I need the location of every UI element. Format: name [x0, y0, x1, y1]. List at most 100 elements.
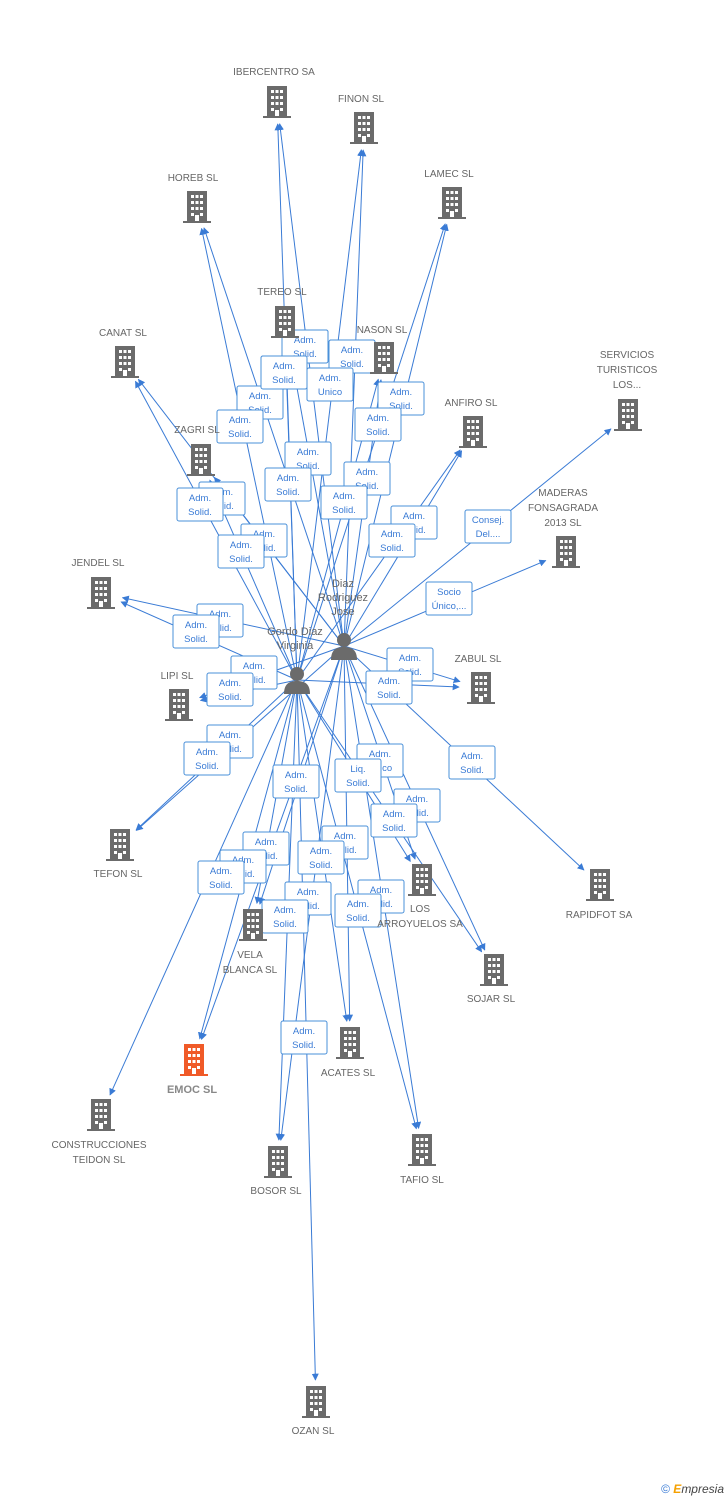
relation-label: Solid. [377, 690, 401, 701]
relation-label: Adm. [356, 467, 378, 478]
relation-box[interactable]: Adm.Solid. [216, 409, 264, 444]
building-icon [87, 577, 115, 609]
company-node-lipi[interactable]: LIPI SL [161, 671, 194, 721]
company-node-ozan[interactable]: OZAN SL [292, 1386, 335, 1437]
relation-box[interactable]: SocioÚnico,... [425, 581, 473, 616]
relation-label: Solid. [309, 860, 333, 871]
building-icon [408, 1134, 436, 1166]
company-label: RAPIDFOT SA [566, 910, 633, 921]
relation-box[interactable]: Adm.Solid. [261, 899, 309, 934]
relation-label: Solid. [346, 913, 370, 924]
relation-label: Solid. [340, 359, 364, 370]
relation-box[interactable]: Adm.Solid. [354, 407, 402, 442]
relation-box[interactable]: Adm. Solid. [365, 670, 413, 705]
relation-label: Adm. [367, 413, 389, 424]
footer-credit[interactable]: © Empresia [661, 1482, 724, 1496]
company-node-nason[interactable]: NASON SL [357, 325, 408, 374]
relation-label: Del.... [476, 529, 501, 540]
building-icon [459, 416, 487, 448]
relation-label: Adm. [381, 529, 403, 540]
relation-label: Adm. [232, 855, 254, 866]
company-node-tereo[interactable]: TEREO SL [257, 287, 307, 338]
company-label: FINON SL [338, 94, 385, 105]
relation-label: Solid. [209, 880, 233, 891]
relation-box[interactable]: Adm.Solid. [377, 381, 425, 416]
building-icon [183, 191, 211, 223]
relation-label: Solid. [188, 507, 212, 518]
company-node-finon[interactable]: FINON SL [338, 94, 385, 144]
relation-box[interactable]: Adm.Solid. [272, 764, 320, 799]
relation-label: Liq. [350, 764, 365, 775]
relation-box[interactable]: Adm.Solid. [183, 741, 231, 776]
edge-diaz-finon [343, 149, 367, 647]
company-node-zabul[interactable]: ZABUL SL [455, 654, 502, 704]
relation-box[interactable]: Adm. Solid. [217, 534, 265, 569]
company-label: BOSOR SL [250, 1186, 302, 1197]
relation-box[interactable]: Adm.Solid. [197, 860, 245, 895]
company-node-sojar[interactable]: SOJAR SL [467, 954, 516, 1005]
company-node-acates[interactable]: ACATES SL [321, 1027, 376, 1079]
company-node-canat[interactable]: CANAT SL [99, 328, 147, 378]
relation-box[interactable]: Adm.Solid. [176, 487, 224, 522]
building-icon [111, 346, 139, 378]
relation-label: Consej. [472, 515, 504, 526]
relation-label: Adm. [461, 751, 483, 762]
relation-box[interactable]: Adm.Solid. [280, 1020, 328, 1055]
relation-label: Solid. [229, 554, 253, 565]
building-icon [187, 444, 215, 476]
relation-label: Solid. [273, 919, 297, 930]
relation-box[interactable]: Adm. Solid. [448, 745, 496, 780]
company-label: ACATES SL [321, 1068, 376, 1079]
relation-label: Adm. [341, 345, 363, 356]
relation-box[interactable]: Adm.Solid. [297, 840, 345, 875]
company-node-rapidfot[interactable]: RAPIDFOT SA [566, 869, 633, 921]
building-icon [263, 86, 291, 118]
relation-label: Adm. [209, 609, 231, 620]
relation-box[interactable]: Liq.Solid. [334, 758, 382, 793]
relation-box[interactable]: Adm.Solid. [320, 485, 368, 520]
company-node-tafio[interactable]: TAFIO SL [400, 1134, 444, 1186]
relation-box[interactable]: Adm.Solid. [334, 893, 382, 928]
building-icon [350, 112, 378, 144]
company-node-servicios[interactable]: SERVICIOSTURISTICOSLOS... [597, 350, 658, 431]
company-node-anfiro[interactable]: ANFIRO SL [445, 398, 498, 448]
company-label: VELA [237, 950, 263, 961]
relation-box[interactable]: Adm.Unico [306, 367, 354, 402]
person-icon [331, 633, 357, 660]
relation-label: Adm. [185, 620, 207, 631]
relation-box[interactable]: Adm.Solid. [281, 329, 329, 364]
relation-box[interactable]: Adm.Solid. [260, 355, 308, 390]
building-icon [87, 1099, 115, 1131]
relation-label: Solid. [460, 765, 484, 776]
relation-box[interactable]: Adm.Solid. [172, 614, 220, 649]
company-node-jendel[interactable]: JENDEL SL [72, 558, 125, 609]
company-node-horeb[interactable]: HOREB SL [168, 173, 219, 223]
company-label: SOJAR SL [467, 994, 516, 1005]
relation-box[interactable]: Consej. Del.... [464, 509, 512, 544]
company-node-lamec[interactable]: LAMEC SL [424, 169, 474, 219]
relation-box[interactable]: Adm.Solid. [370, 803, 418, 838]
company-node-tefon[interactable]: TEFON SL [94, 829, 143, 880]
relation-box[interactable]: Adm.Solid. [264, 467, 312, 502]
building-icon [336, 1027, 364, 1059]
relation-label: Solid. [276, 487, 300, 498]
relation-label: Adm. [230, 540, 252, 551]
building-icon [180, 1044, 208, 1076]
company-node-emoc[interactable]: EMOC SL [167, 1044, 217, 1096]
relation-label: Adm. [378, 676, 400, 687]
company-node-zagri[interactable]: ZAGRI SL [174, 425, 220, 476]
company-node-bosor[interactable]: BOSOR SL [250, 1146, 302, 1197]
relation-label: Solid. [389, 401, 413, 412]
relation-box[interactable]: Adm.Solid. [206, 672, 254, 707]
relation-box[interactable]: Adm.Solid. [284, 441, 332, 476]
relation-box[interactable]: Adm.Solid. [368, 523, 416, 558]
building-icon [239, 909, 267, 941]
company-node-ibercentro[interactable]: IBERCENTRO SA [233, 67, 315, 118]
relation-label: Adm. [255, 837, 277, 848]
